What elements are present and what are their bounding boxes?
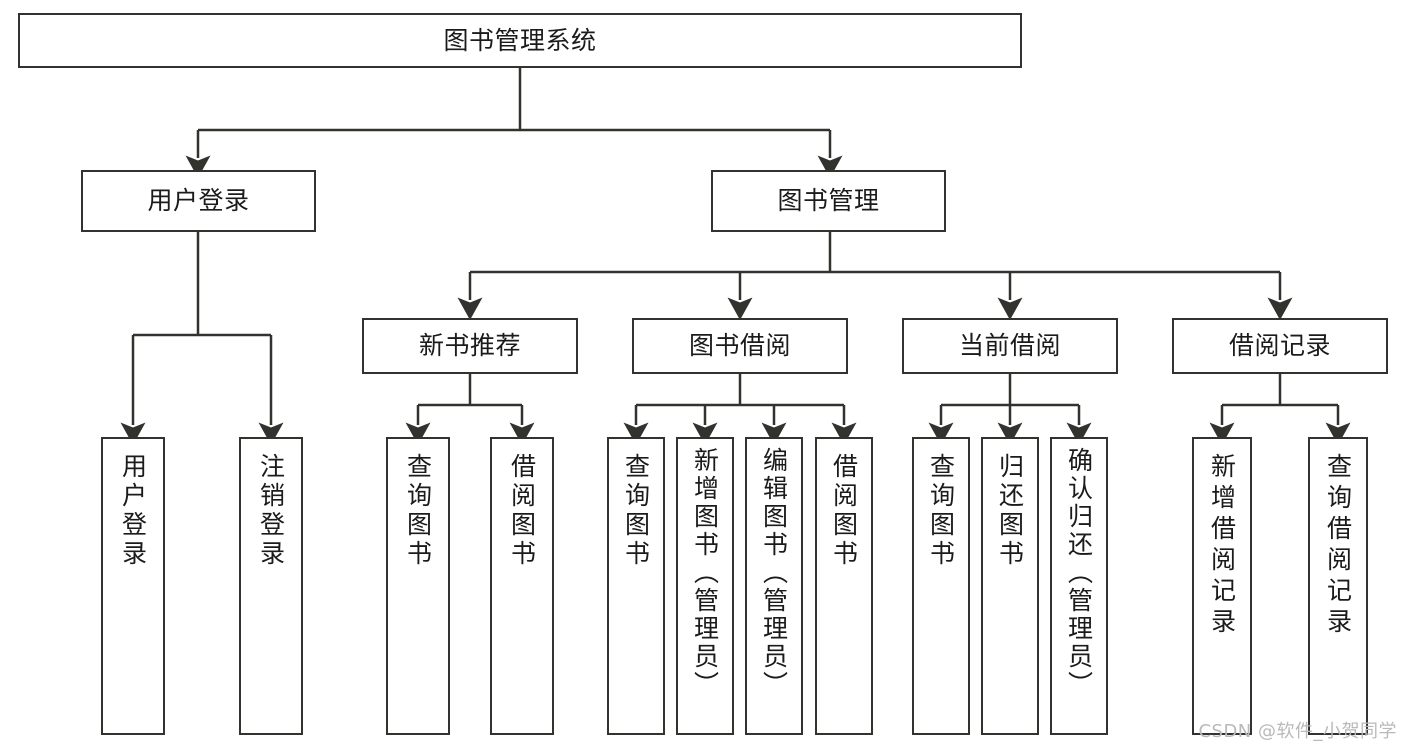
node-label: 用户登录: [147, 186, 250, 215]
node-label: 借阅记录: [1228, 331, 1331, 360]
node-label: 新增图书（管理员）: [690, 447, 720, 699]
node-current-borrow[interactable]: 当前借阅: [902, 318, 1118, 374]
node-label: 编辑图书（管理员）: [759, 447, 789, 699]
node-label: 查询图书: [621, 453, 651, 569]
leaf-borrow-book-recommend[interactable]: 借阅图书: [490, 437, 554, 735]
node-book-management[interactable]: 图书管理: [711, 170, 946, 232]
leaf-edit-book[interactable]: 编辑图书（管理员）: [745, 437, 803, 735]
leaf-logout-login[interactable]: 注销登录: [239, 437, 303, 735]
leaf-user-login[interactable]: 用户登录: [101, 437, 165, 735]
leaf-confirm-return[interactable]: 确认归还（管理员）: [1050, 437, 1108, 735]
node-new-book-recommend[interactable]: 新书推荐: [362, 318, 578, 374]
node-label: 注销登录: [256, 453, 286, 569]
node-label: 用户登录: [118, 453, 148, 569]
node-borrow-record[interactable]: 借阅记录: [1172, 318, 1388, 374]
leaf-query-book-recommend[interactable]: 查询图书: [386, 437, 450, 735]
leaf-add-borrow-record[interactable]: 新增借阅记录: [1192, 437, 1252, 735]
node-label: 查询借阅记录: [1323, 453, 1353, 639]
leaf-query-book-current[interactable]: 查询图书: [912, 437, 970, 735]
node-root-system[interactable]: 图书管理系统: [18, 13, 1022, 68]
node-label: 当前借阅: [958, 331, 1061, 360]
leaf-query-book-borrow[interactable]: 查询图书: [607, 437, 665, 735]
node-label: 查询图书: [926, 453, 956, 569]
leaf-query-borrow-record[interactable]: 查询借阅记录: [1308, 437, 1368, 735]
node-label: 借阅图书: [829, 453, 859, 569]
node-book-borrow[interactable]: 图书借阅: [632, 318, 848, 374]
node-label: 确认归还（管理员）: [1064, 447, 1094, 699]
watermark: CSDN @软件_小贺同学: [1198, 721, 1397, 742]
node-label: 图书管理系统: [443, 25, 597, 55]
node-user-login[interactable]: 用户登录: [81, 170, 316, 232]
leaf-return-book[interactable]: 归还图书: [981, 437, 1039, 735]
node-label: 归还图书: [995, 453, 1025, 569]
node-label: 图书管理: [777, 186, 880, 215]
leaf-add-book[interactable]: 新增图书（管理员）: [676, 437, 734, 735]
node-label: 借阅图书: [507, 453, 537, 569]
node-label: 查询图书: [403, 453, 433, 569]
node-label: 新增借阅记录: [1207, 453, 1237, 639]
leaf-borrow-book-borrow[interactable]: 借阅图书: [815, 437, 873, 735]
node-label: 新书推荐: [418, 331, 521, 360]
node-label: 图书借阅: [688, 331, 791, 360]
